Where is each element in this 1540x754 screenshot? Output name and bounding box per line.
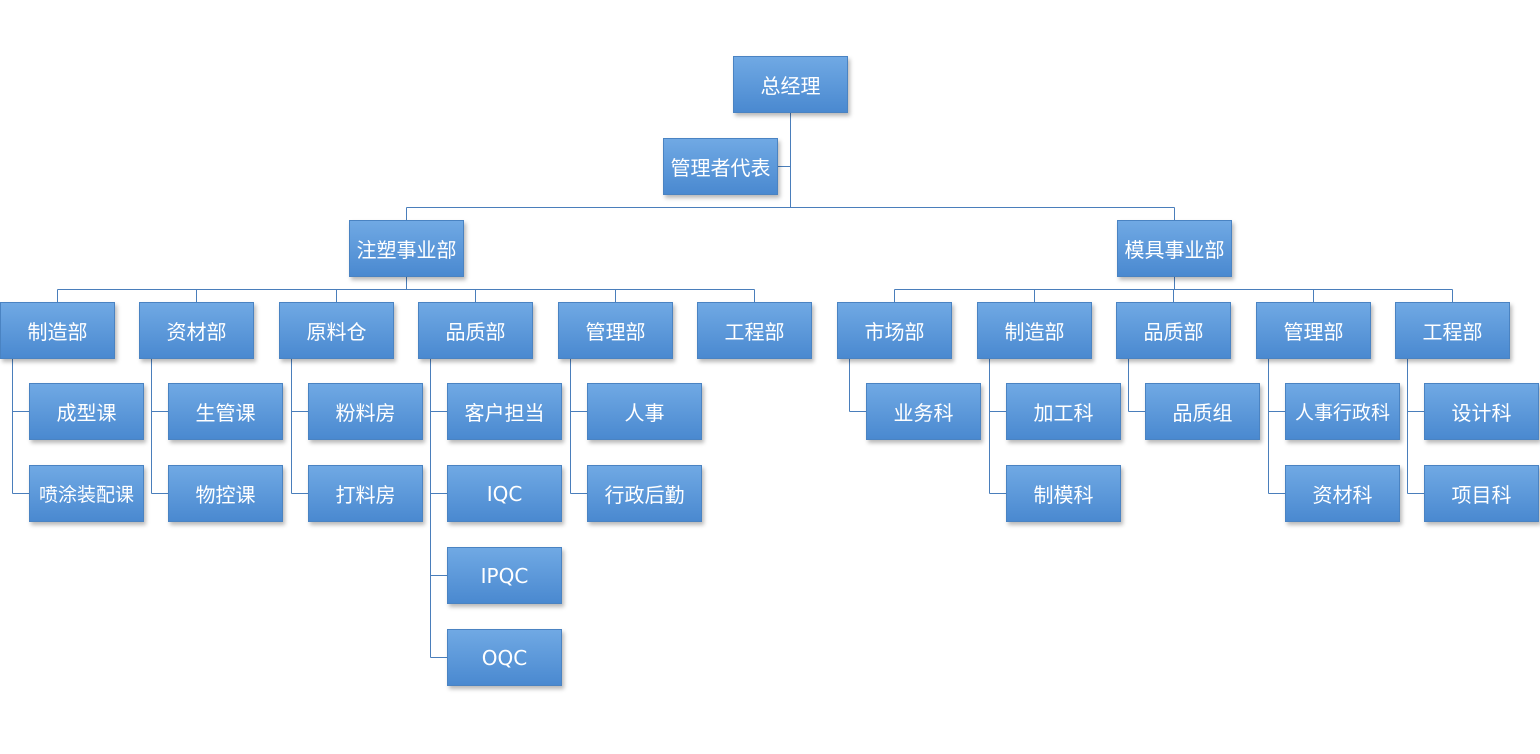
team-box[interactable]: 人事行政科 <box>1285 383 1400 440</box>
team-box[interactable]: 业务科 <box>866 383 981 440</box>
team-box[interactable]: 行政后勤 <box>587 465 702 522</box>
dept-box[interactable]: 制造部 <box>977 302 1092 359</box>
assistant-box[interactable]: 管理者代表 <box>663 138 778 195</box>
team-box[interactable]: 人事 <box>587 383 702 440</box>
dept-box[interactable]: 制造部 <box>0 302 115 359</box>
team-box[interactable]: 资材科 <box>1285 465 1400 522</box>
dept-box[interactable]: 工程部 <box>697 302 812 359</box>
division-box-mold[interactable]: 模具事业部 <box>1117 220 1232 277</box>
dept-box[interactable]: 管理部 <box>1256 302 1371 359</box>
team-box[interactable]: 项目科 <box>1424 465 1539 522</box>
team-box[interactable]: 粉料房 <box>308 383 423 440</box>
dept-box[interactable]: 原料仓 <box>279 302 394 359</box>
ceo-box[interactable]: 总经理 <box>733 56 848 113</box>
team-box[interactable]: IQC <box>447 465 562 522</box>
team-box[interactable]: IPQC <box>447 547 562 604</box>
team-box[interactable]: 成型课 <box>29 383 144 440</box>
dept-box[interactable]: 管理部 <box>558 302 673 359</box>
team-box[interactable]: 设计科 <box>1424 383 1539 440</box>
dept-box[interactable]: 资材部 <box>139 302 254 359</box>
team-box[interactable]: 物控课 <box>168 465 283 522</box>
team-box[interactable]: OQC <box>447 629 562 686</box>
team-box[interactable]: 打料房 <box>308 465 423 522</box>
team-box[interactable]: 制模科 <box>1006 465 1121 522</box>
dept-box[interactable]: 品质部 <box>1116 302 1231 359</box>
team-box[interactable]: 品质组 <box>1145 383 1260 440</box>
dept-box[interactable]: 工程部 <box>1395 302 1510 359</box>
team-box[interactable]: 喷涂装配课 <box>29 465 144 522</box>
division-box-injection[interactable]: 注塑事业部 <box>349 220 464 277</box>
team-box[interactable]: 生管课 <box>168 383 283 440</box>
dept-box[interactable]: 品质部 <box>418 302 533 359</box>
team-box[interactable]: 加工科 <box>1006 383 1121 440</box>
team-box[interactable]: 客户担当 <box>447 383 562 440</box>
dept-box[interactable]: 市场部 <box>837 302 952 359</box>
